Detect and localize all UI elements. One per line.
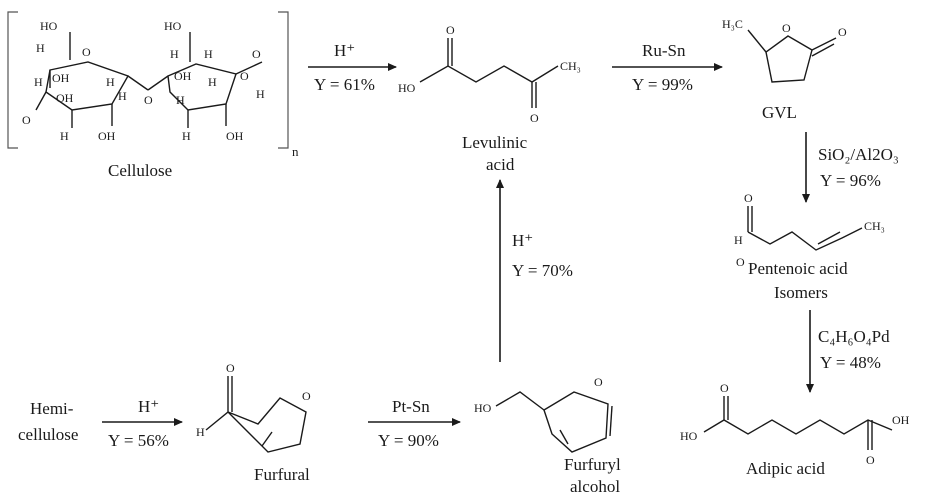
catalyst-furfuryl-levulinic: H⁺ xyxy=(512,231,533,250)
atom-O-carbonyl-gvl: O xyxy=(838,25,847,39)
atom-HO-2: HO xyxy=(164,19,182,33)
catalyst-cellulose-levulinic: H⁺ xyxy=(334,41,355,60)
atom-H-4: H xyxy=(118,89,127,103)
label-levulinic-1: Levulinic xyxy=(462,133,528,152)
atom-CH3-pent: CH₃ xyxy=(864,219,885,233)
label-adipic: Adipic acid xyxy=(746,459,825,478)
label-cellulose: Cellulose xyxy=(108,161,172,180)
atom-O-ring2: O xyxy=(240,69,249,83)
pentenoic-acid-structure: O H O CH₃ xyxy=(734,191,885,269)
atom-O-furan-2: O xyxy=(594,375,603,389)
label-pentenoic-2: Isomers xyxy=(774,283,828,302)
atom-H-5: H xyxy=(60,129,69,143)
catalyst-levulinic-gvl: Ru-Sn xyxy=(642,41,686,60)
atom-H-pent: H xyxy=(734,233,743,247)
yield-levulinic-gvl: Y = 99% xyxy=(632,75,693,94)
atom-H-aldehyde: H xyxy=(196,425,205,439)
catalyst-gvl-pentenoic: SiO₂/Al2O₃ xyxy=(818,145,899,164)
furfural-structure: O H O xyxy=(196,361,311,453)
atom-O-ring-gvl: O xyxy=(782,21,791,35)
atom-O-ring1: O xyxy=(82,45,91,59)
furfuryl-alcohol-structure: HO O xyxy=(474,375,613,453)
label-furfuryl-2: alcohol xyxy=(570,477,620,494)
label-hemicellulose-2: cellulose xyxy=(18,425,78,444)
right-bracket xyxy=(278,11,289,149)
yield-gvl-pentenoic: Y = 96% xyxy=(820,171,881,190)
atom-HO-furfuryl: HO xyxy=(474,401,492,415)
yield-pentenoic-adipic: Y = 48% xyxy=(820,353,881,372)
cellulose-structure: HO H O H OH H OH H O H OH O HO H H OH H … xyxy=(7,11,299,159)
atom-O-ketone: O xyxy=(530,111,539,125)
levulinic-acid-structure: O HO CH₃ O xyxy=(398,23,581,125)
catalyst-hemicellulose-furfural: H⁺ xyxy=(138,397,159,416)
atom-H-8: H xyxy=(208,75,217,89)
gvl-structure: H₃C O O xyxy=(722,17,847,83)
label-gvl: GVL xyxy=(762,103,797,122)
atom-H3C-gvl: H₃C xyxy=(722,17,743,31)
adipic-acid-structure: O HO OH O xyxy=(680,381,910,467)
atom-H-2: H xyxy=(34,75,43,89)
atom-OH-3: OH xyxy=(98,129,116,143)
atom-H-9: H xyxy=(176,93,185,107)
atom-H-10: H xyxy=(256,87,265,101)
atom-O-pent-1: O xyxy=(744,191,753,205)
atom-O-furan-1: O xyxy=(302,389,311,403)
atom-H-11: H xyxy=(182,129,191,143)
atom-O-adipic-1: O xyxy=(720,381,729,395)
label-furfural: Furfural xyxy=(254,465,310,484)
atom-H-3: H xyxy=(106,75,115,89)
atom-OH-1: OH xyxy=(52,71,70,85)
atom-O-link-right: O xyxy=(252,47,261,61)
atom-H-1: H xyxy=(36,41,45,55)
catalyst-pentenoic-adipic: C₄H₆O₄Pd xyxy=(818,327,890,346)
atom-O-pent-2: O xyxy=(736,255,745,269)
atom-CH3-lev: CH₃ xyxy=(560,59,581,73)
atom-HO-acid: HO xyxy=(398,81,416,95)
atom-O-link-left: O xyxy=(22,113,31,127)
label-furfuryl-1: Furfuryl xyxy=(564,455,621,474)
yield-furfuryl-levulinic: Y = 70% xyxy=(512,261,573,280)
atom-HO-1: HO xyxy=(40,19,58,33)
left-bracket xyxy=(7,11,18,149)
label-levulinic-2: acid xyxy=(486,155,515,174)
atom-OH-4: OH xyxy=(174,69,192,83)
label-pentenoic-1: Pentenoic acid xyxy=(748,259,848,278)
atom-O-aldehyde: O xyxy=(226,361,235,375)
yield-hemicellulose-furfural: Y = 56% xyxy=(108,431,169,450)
atom-H-6: H xyxy=(170,47,179,61)
atom-OH-2: OH xyxy=(56,91,74,105)
atom-O-adipic-2: O xyxy=(866,453,875,467)
atom-OH-5: OH xyxy=(226,129,244,143)
label-hemicellulose-1: Hemi- xyxy=(30,399,74,418)
atom-H-7: H xyxy=(204,47,213,61)
repeat-unit-n: n xyxy=(292,144,299,159)
atom-O-carbonyl: O xyxy=(446,23,455,37)
atom-O-glycosidic: O xyxy=(144,93,153,107)
yield-furfural-furfuryl: Y = 90% xyxy=(378,431,439,450)
atom-OH-adipic: OH xyxy=(892,413,910,427)
atom-HO-adipic: HO xyxy=(680,429,698,443)
catalyst-furfural-furfuryl: Pt-Sn xyxy=(392,397,430,416)
yield-cellulose-levulinic: Y = 61% xyxy=(314,75,375,94)
